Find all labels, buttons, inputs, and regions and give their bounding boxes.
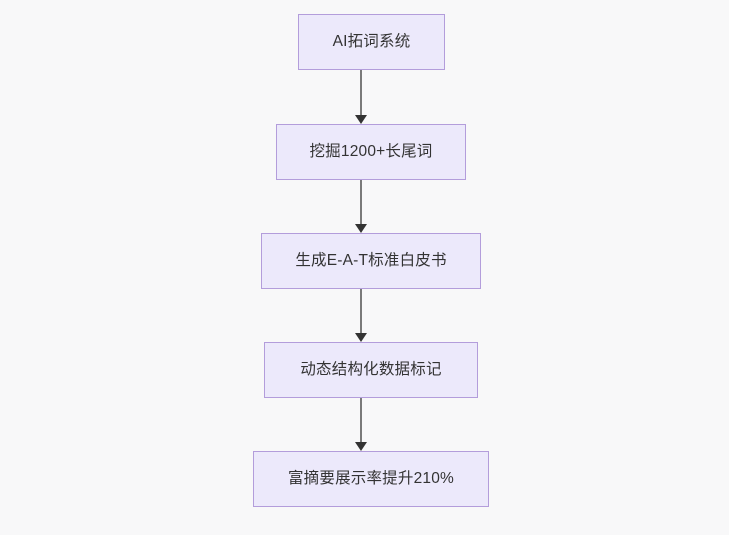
flow-edge-n2-n3 [350,180,372,233]
edge-line [360,70,362,116]
arrowhead-icon [355,115,367,124]
flow-node-label: AI拓词系统 [332,32,411,50]
flow-node-label: 动态结构化数据标记 [300,360,442,378]
edge-line [360,289,362,334]
flow-node-label: 生成E-A-T标准白皮书 [295,251,447,269]
flow-edge-n3-n4 [350,289,372,342]
flow-node-rich-snippet-impression-lift[interactable]: 富摘要展示率提升210% [253,451,489,507]
flow-edge-n4-n5 [350,398,372,451]
arrowhead-icon [355,224,367,233]
flow-node-label: 挖掘1200+长尾词 [309,142,433,160]
arrowhead-icon [355,333,367,342]
flow-node-generate-eat-whitepaper[interactable]: 生成E-A-T标准白皮书 [261,233,481,289]
arrowhead-icon [355,442,367,451]
edge-line [360,180,362,225]
flow-node-label: 富摘要展示率提升210% [287,469,455,487]
flow-edge-n1-n2 [350,70,372,124]
flow-node-mine-longtail-keywords[interactable]: 挖掘1200+长尾词 [276,124,466,180]
edge-line [360,398,362,443]
flow-node-ai-keyword-system[interactable]: AI拓词系统 [298,14,445,70]
flow-node-dynamic-structured-data-markup[interactable]: 动态结构化数据标记 [264,342,478,398]
